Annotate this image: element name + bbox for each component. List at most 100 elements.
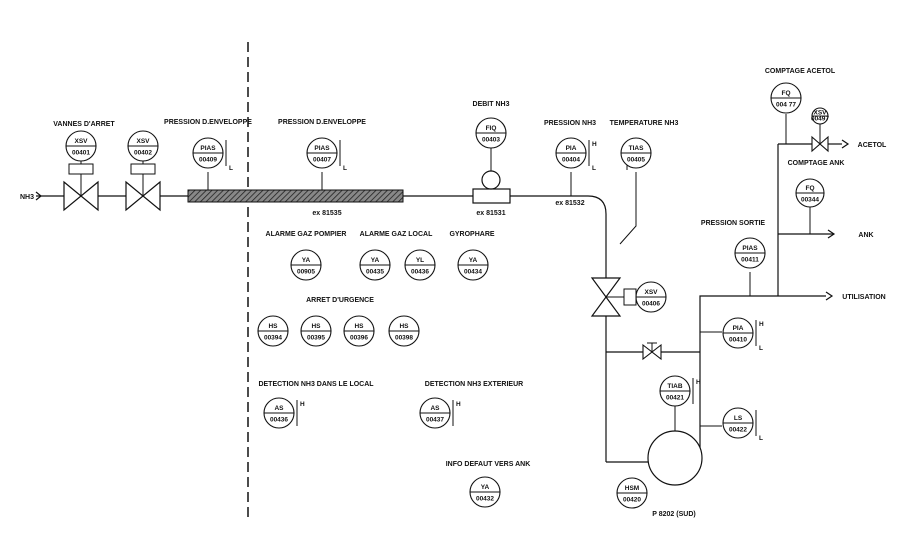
instrument-number: 00398: [395, 335, 413, 342]
instrument-tag: YA: [469, 257, 478, 264]
instrument-tag: FQ: [781, 90, 790, 97]
header-comptage-acetol: COMPTAGE ACETOL: [765, 68, 836, 75]
pump-symbol: [647, 430, 703, 486]
instrument-number: 00407: [313, 157, 331, 164]
header-alarme-gaz-pompier: ALARME GAZ POMPIER: [266, 231, 347, 238]
instrument-ya432: YA 00432: [469, 476, 501, 508]
instrument-hs395: HS 00395: [300, 315, 332, 347]
instrument-number: 00402: [134, 150, 152, 157]
instrument-number: 00411: [741, 257, 759, 264]
pump-label: P 8202 (SUD): [652, 511, 695, 518]
instrument-tag: LS: [734, 415, 743, 422]
line-label-ex81532: ex 81532: [555, 200, 584, 207]
header-detection-exterieur: DETECTION NH3 EXTERIEUR: [425, 381, 523, 388]
main-process-line: [35, 139, 850, 463]
instrument-number: 004 77: [776, 102, 796, 109]
instrument-tag: AS: [430, 405, 440, 412]
header-pression-enveloppe-1: PRESSION D.ENVELOPPE: [164, 119, 252, 126]
instrument-number: 00403: [482, 137, 500, 144]
alarm-high: H: [592, 141, 597, 148]
instruments-layer: XSV00401XSV00402PIAS00409LPIAS00407LFIQ0…: [65, 82, 829, 509]
instrument-number: 00432: [476, 496, 494, 503]
line-label-ank: ANK: [858, 232, 873, 239]
instrument-tag: PIA: [566, 145, 577, 152]
instrument-number: 00422: [729, 427, 747, 434]
instrument-tag: XSV: [136, 138, 150, 145]
header-temperature-nh3: TEMPERATURE NH3: [610, 120, 679, 127]
instrument-number: 00905: [297, 269, 315, 276]
alarm-low: L: [592, 165, 596, 172]
header-arret-urgence: ARRET D'URGENCE: [306, 297, 374, 304]
header-comptage-ank: COMPTAGE ANK: [788, 160, 845, 167]
valve-xsv-406: [590, 277, 637, 317]
instrument-tag: HS: [311, 323, 321, 330]
alarm-low: L: [759, 345, 763, 352]
header-vannes-arret: VANNES D'ARRET: [53, 121, 115, 128]
instrument-number: 00409: [199, 157, 217, 164]
instrument-number: 00404: [562, 157, 580, 164]
instrument-number: 00344: [801, 197, 819, 204]
instrument-ya905: YA 00905: [290, 249, 322, 281]
instrument-tag: PIAS: [314, 145, 330, 152]
header-debit-nh3: DEBIT NH3: [473, 101, 510, 108]
instrument-tag: TIAB: [667, 383, 682, 390]
line-label-utilisation: UTILISATION: [842, 294, 885, 301]
instrument-tag: XSV: [644, 289, 658, 296]
instrument-fiq403: FIQ 00403: [475, 117, 507, 149]
instrument-tag: HS: [354, 323, 364, 330]
header-detection-local: DETECTION NH3 DANS LE LOCAL: [258, 381, 374, 388]
instrument-number: 00497: [811, 116, 829, 123]
instrument-ya434: YA 00434: [457, 249, 489, 281]
instrument-tag: YA: [481, 484, 490, 491]
instrument-tag: YA: [371, 257, 380, 264]
instrument-tag: FIQ: [486, 125, 497, 132]
instrument-tag: PIAS: [742, 245, 758, 252]
line-label-ex81531: ex 81531: [476, 210, 505, 217]
instrument-number: 00410: [729, 337, 747, 344]
instrument-number: 00437: [426, 417, 444, 424]
instrument-fq377: FQ 004 77: [770, 82, 802, 114]
instrument-number: 00434: [464, 269, 482, 276]
instrument-as437: AS 00437 H: [419, 397, 461, 429]
instrument-number: 00395: [307, 335, 325, 342]
alarm-high: H: [759, 321, 764, 328]
instrument-number: 00435: [366, 269, 384, 276]
bypass-valve: [642, 342, 662, 361]
flow-meter-symbol: [472, 148, 511, 204]
instrument-pia404: PIA 00404 H L: [555, 137, 597, 172]
instrument-number: 00420: [623, 497, 641, 504]
instrument-number: 00401: [72, 150, 90, 157]
header-pression-enveloppe-2: PRESSION D.ENVELOPPE: [278, 119, 366, 126]
instrument-tag: AS: [274, 405, 284, 412]
alarm-high: H: [300, 401, 305, 408]
header-gyrophare: GYROPHARE: [449, 231, 494, 238]
instrument-number: 00394: [264, 335, 282, 342]
valve-xsv-401: [63, 160, 99, 212]
instrument-tag: HS: [399, 323, 409, 330]
header-alarme-gaz-local: ALARME GAZ LOCAL: [360, 231, 433, 238]
valve-acetol: [811, 124, 829, 153]
instrument-tag: YA: [302, 257, 311, 264]
instrument-tag: XSV: [813, 110, 827, 117]
alarm-low: L: [759, 435, 763, 442]
alarm-high: H: [456, 401, 461, 408]
header-pression-nh3: PRESSION NH3: [544, 120, 596, 127]
instrument-tag: HSM: [625, 485, 639, 492]
instrument-tag: PIAS: [200, 145, 216, 152]
instrument-xsv402: XSV 00402: [127, 130, 159, 162]
instrument-connectors: [207, 114, 811, 431]
